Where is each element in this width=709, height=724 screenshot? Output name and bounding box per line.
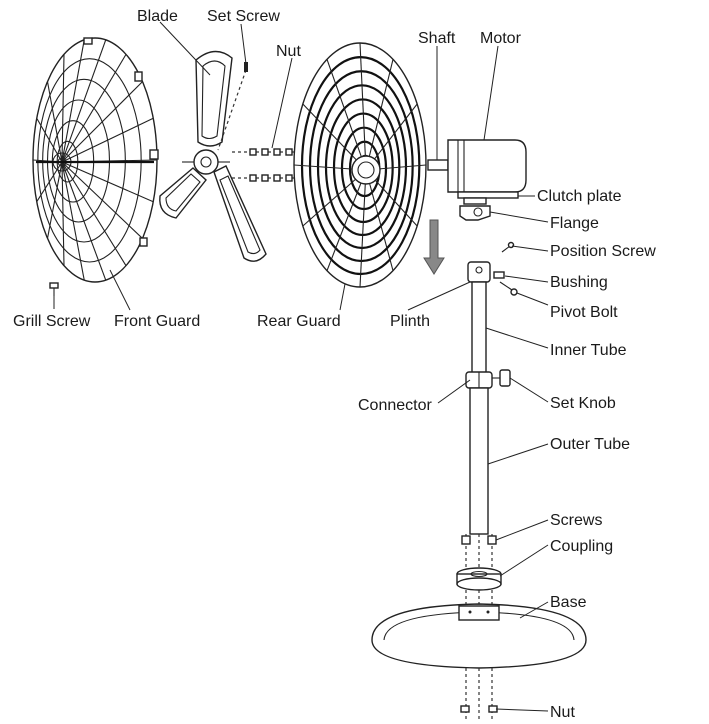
grill-spoke (61, 161, 107, 281)
grill-spoke (61, 161, 65, 266)
label-rear-guard: Rear Guard (257, 313, 341, 330)
leader-lines (53, 21, 549, 712)
grill-spoke (46, 81, 63, 163)
grill-spoke (359, 42, 367, 171)
grill-spoke (36, 161, 63, 203)
grill-spoke (46, 161, 63, 239)
grill-spoke (326, 169, 367, 271)
label-inner-tube: Inner Tube (550, 342, 627, 359)
nut (285, 174, 293, 182)
nut (249, 148, 257, 156)
position-screw (501, 241, 515, 253)
label-coupling: Coupling (550, 538, 613, 555)
grill-spoke (61, 161, 85, 281)
label-clutch-plate: Clutch plate (537, 188, 622, 205)
label-nut-top: Nut (276, 43, 301, 60)
grill-spoke (61, 161, 127, 266)
label-grill-screw: Grill Screw (13, 313, 91, 330)
label-flange: Flange (550, 215, 599, 232)
label-set-knob: Set Knob (550, 395, 616, 412)
grill-spoke (61, 81, 143, 163)
grill-spoke (36, 117, 63, 163)
front-guard (32, 37, 159, 283)
label-motor: Motor (480, 30, 522, 47)
label-bushing: Bushing (550, 274, 608, 291)
bushing (493, 271, 505, 279)
motor (427, 139, 527, 193)
grill-spoke (326, 59, 367, 171)
grill-screw (49, 282, 59, 296)
nut (273, 174, 281, 182)
inner-tube (471, 281, 487, 375)
label-nut-bottom: Nut (550, 704, 575, 721)
grill-spoke (61, 161, 154, 203)
grill-spoke (359, 169, 367, 288)
nut (249, 174, 257, 182)
grill-spoke (61, 39, 85, 163)
label-plinth: Plinth (390, 313, 430, 330)
grill-spoke (61, 54, 65, 163)
grill-spoke (61, 54, 127, 163)
label-position-screw: Position Screw (550, 243, 656, 260)
rear-guard-nuts (232, 148, 300, 182)
nut (273, 148, 281, 156)
coupling-screws (461, 534, 497, 570)
label-connector: Connector (358, 397, 432, 414)
grill-spoke (61, 161, 143, 239)
rear-guard (293, 42, 427, 288)
label-front-guard: Front Guard (114, 313, 200, 330)
outer-tube (469, 387, 489, 535)
set-knob (492, 369, 511, 387)
label-set-screw: Set Screw (207, 8, 280, 25)
nut (285, 148, 293, 156)
coupling (456, 567, 502, 591)
grill-spoke (365, 169, 394, 271)
nut (261, 148, 269, 156)
plinth (467, 261, 491, 283)
grill-spoke (61, 117, 154, 163)
label-screws: Screws (550, 512, 602, 529)
grill-spoke (365, 59, 394, 171)
clutch-plate (457, 191, 519, 205)
base-guides (465, 590, 493, 616)
grill-spoke (302, 103, 367, 171)
base (371, 603, 587, 669)
flange (459, 205, 491, 221)
nut (261, 174, 269, 182)
label-shaft: Shaft (418, 30, 456, 47)
label-base: Base (550, 594, 587, 611)
pivot-bolt (499, 281, 518, 296)
blade (159, 50, 267, 262)
label-pivot-bolt: Pivot Bolt (550, 304, 618, 321)
assembly-arrow-icon (423, 219, 445, 275)
bottom-nuts (460, 668, 498, 720)
label-blade: Blade (137, 8, 178, 25)
label-outer-tube: Outer Tube (550, 436, 630, 453)
grill-spoke (61, 39, 107, 163)
set-screw (217, 62, 248, 151)
